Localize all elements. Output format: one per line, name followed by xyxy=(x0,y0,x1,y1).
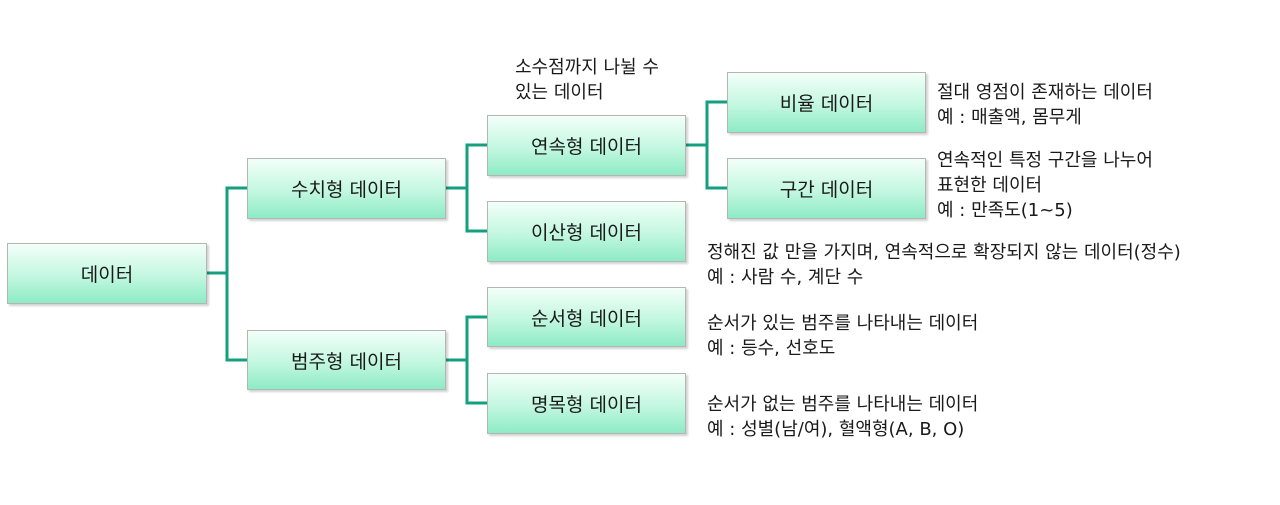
note-ordinal: 순서가 있는 범주를 나타내는 데이터 예 : 등수, 선호도 xyxy=(707,311,978,361)
node-data-root-label: 데이터 xyxy=(80,264,134,286)
note-line: 절대 영점이 존재하는 데이터 xyxy=(937,82,1153,103)
note-line: 순서가 없는 범주를 나타내는 데이터 xyxy=(707,394,979,415)
note-line: 소수점까지 나뉠 수 xyxy=(515,57,659,78)
node-data-root: 데이터 xyxy=(7,243,207,304)
node-numeric-data: 수치형 데이터 xyxy=(247,158,446,219)
note-nominal: 순서가 없는 범주를 나타내는 데이터 예 : 성별(남/여), 혈액형(A, … xyxy=(707,392,978,442)
note-line: 예 : 매출액, 몸무게 xyxy=(937,107,1082,128)
node-continuous-data-label: 연속형 데이터 xyxy=(531,136,642,158)
note-line: 정해진 값 만을 가지며, 연속적으로 확장되지 않는 데이터(정수) xyxy=(707,242,1181,263)
node-nominal-data-label: 명목형 데이터 xyxy=(531,394,642,416)
note-interval: 연속적인 특정 구간을 나누어 표현한 데이터 예 : 만족도(1~5) xyxy=(937,148,1153,223)
note-line: 예 : 사람 수, 계단 수 xyxy=(707,267,864,288)
node-ordinal-data-label: 순서형 데이터 xyxy=(531,307,642,330)
note-line: 표현한 데이터 xyxy=(937,175,1043,196)
node-discrete-data: 이산형 데이터 xyxy=(487,201,686,262)
note-line: 있는 데이터 xyxy=(515,82,604,103)
node-continuous-data: 연속형 데이터 xyxy=(487,115,686,176)
node-interval-data: 구간 데이터 xyxy=(727,158,926,219)
note-continuous: 소수점까지 나뉠 수 있는 데이터 xyxy=(515,55,659,105)
note-line: 예 : 만족도(1~5) xyxy=(937,200,1073,221)
note-line: 순서가 있는 범주를 나타내는 데이터 xyxy=(707,313,979,334)
node-ratio-data-label: 비율 데이터 xyxy=(779,93,874,115)
node-nominal-data: 명목형 데이터 xyxy=(487,373,686,434)
note-discrete: 정해진 값 만을 가지며, 연속적으로 확장되지 않는 데이터(정수) 예 : … xyxy=(707,240,1181,290)
node-interval-data-label: 구간 데이터 xyxy=(779,179,874,201)
node-discrete-data-label: 이산형 데이터 xyxy=(531,222,642,244)
node-categorical-data: 범주형 데이터 xyxy=(247,330,446,390)
note-ratio: 절대 영점이 존재하는 데이터 예 : 매출액, 몸무게 xyxy=(937,80,1153,130)
note-line: 연속적인 특정 구간을 나누어 xyxy=(937,150,1153,171)
note-line: 예 : 등수, 선호도 xyxy=(707,338,836,359)
node-ordinal-data: 순서형 데이터 xyxy=(487,287,686,347)
node-numeric-data-label: 수치형 데이터 xyxy=(291,179,402,201)
node-categorical-data-label: 범주형 데이터 xyxy=(291,350,402,373)
note-line: 예 : 성별(남/여), 혈액형(A, B, O) xyxy=(707,419,965,440)
node-ratio-data: 비율 데이터 xyxy=(727,72,926,133)
